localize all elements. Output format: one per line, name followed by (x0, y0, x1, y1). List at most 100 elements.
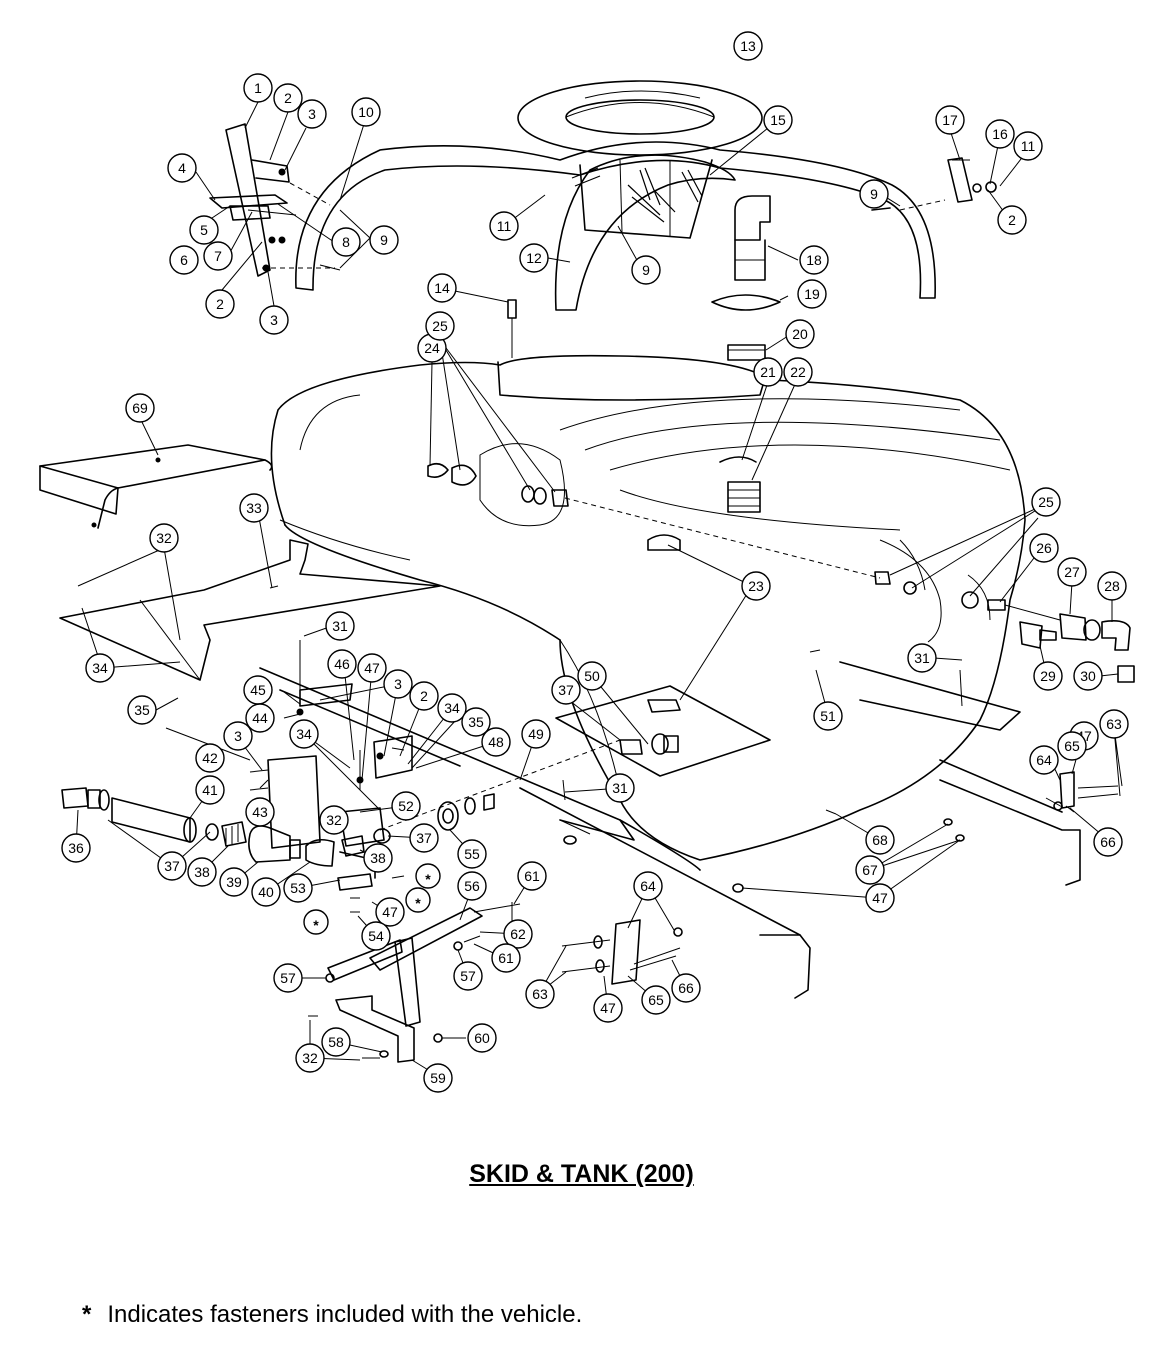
callout-20: 20 (785, 319, 815, 349)
rollover-hoop (295, 141, 936, 311)
svg-text:9: 9 (870, 186, 878, 202)
callout-8: 8 (331, 227, 361, 257)
callout-31: 31 (605, 773, 635, 803)
svg-text:27: 27 (1064, 564, 1080, 580)
svg-text:32: 32 (302, 1050, 318, 1066)
svg-text:66: 66 (1100, 834, 1116, 850)
svg-text:9: 9 (642, 262, 650, 278)
svg-text:2: 2 (284, 90, 292, 106)
callout-11: 11 (1013, 131, 1043, 161)
callout-53: 53 (283, 873, 313, 903)
lower-tray (555, 685, 771, 777)
callout-21: 21 (753, 357, 783, 387)
callout-28: 28 (1097, 571, 1127, 601)
svg-text:57: 57 (460, 968, 476, 984)
svg-text:12: 12 (526, 250, 542, 266)
hatch-lid-13 (517, 80, 763, 156)
right-mount-bracket (871, 157, 997, 211)
svg-text:*: * (415, 895, 421, 911)
callout-32: 32 (319, 805, 349, 835)
svg-text:42: 42 (202, 750, 218, 766)
callout-23: 23 (741, 571, 771, 601)
svg-text:34: 34 (296, 726, 312, 742)
callout-2: 2 (273, 83, 303, 113)
svg-text:2: 2 (420, 688, 428, 704)
callout-66: 66 (1093, 827, 1123, 857)
callouts: 1 2 3 4 5 6 7 8 9 2 3 10 11 12 9 13 15 1… (61, 31, 1129, 1093)
callout-14: 14 (427, 273, 457, 303)
svg-text:68: 68 (872, 832, 888, 848)
svg-text:35: 35 (468, 714, 484, 730)
callout-15: 15 (763, 105, 793, 135)
svg-text:61: 61 (524, 868, 540, 884)
callout-3: 3 (297, 99, 327, 129)
svg-text:15: 15 (770, 112, 786, 128)
callout-34: 34 (437, 693, 467, 723)
svg-text:17: 17 (942, 112, 958, 128)
svg-text:9: 9 (380, 232, 388, 248)
svg-text:3: 3 (394, 676, 402, 692)
callout-25: 25 (425, 311, 455, 341)
svg-text:31: 31 (914, 650, 930, 666)
callout-4: 4 (167, 153, 197, 183)
svg-text:58: 58 (328, 1034, 344, 1050)
callout-42: 42 (195, 743, 225, 773)
leader-lines (75, 101, 1123, 1077)
svg-text:38: 38 (370, 850, 386, 866)
svg-text:64: 64 (640, 878, 656, 894)
callout-13: 13 (733, 31, 763, 61)
svg-text:19: 19 (804, 286, 820, 302)
fill-neck-assembly (507, 195, 781, 361)
svg-text:37: 37 (416, 830, 432, 846)
svg-text:51: 51 (820, 708, 836, 724)
callout-65: 65 (1057, 731, 1087, 761)
callout-32: 32 (149, 523, 179, 553)
callout-6: 6 (169, 245, 199, 275)
callout-37: 37 (409, 823, 439, 853)
callout-30: 30 (1073, 661, 1103, 691)
svg-text:65: 65 (648, 992, 664, 1008)
callout-68: 68 (865, 825, 895, 855)
callout-63: 63 (1099, 709, 1129, 739)
svg-text:37: 37 (164, 858, 180, 874)
callout-22: 22 (783, 357, 813, 387)
svg-text:20: 20 (792, 326, 808, 342)
svg-text:11: 11 (1021, 138, 1036, 154)
svg-text:14: 14 (434, 280, 450, 296)
callout-52: 52 (391, 791, 421, 821)
left-mount-bracket (209, 123, 341, 277)
svg-text:47: 47 (382, 904, 398, 920)
svg-text:62: 62 (510, 926, 526, 942)
svg-text:28: 28 (1104, 578, 1120, 594)
svg-text:13: 13 (740, 38, 756, 54)
svg-text:56: 56 (464, 878, 480, 894)
svg-text:47: 47 (364, 660, 380, 676)
svg-text:66: 66 (678, 980, 694, 996)
footnote-marker: * (82, 1301, 92, 1328)
callout-65: 65 (641, 985, 671, 1015)
svg-text:48: 48 (488, 734, 504, 750)
svg-text:3: 3 (308, 106, 316, 122)
svg-text:16: 16 (992, 126, 1008, 142)
svg-text:47: 47 (600, 1000, 616, 1016)
callout-61: 61 (491, 943, 521, 973)
callout-25: 25 (1031, 487, 1061, 517)
callout-56: 56 (457, 871, 487, 901)
svg-text:60: 60 (474, 1030, 490, 1046)
svg-text:40: 40 (258, 884, 274, 900)
footnote: *Indicates fasteners included with the v… (82, 1301, 582, 1329)
callout-63: 63 (525, 979, 555, 1009)
svg-text:32: 32 (326, 812, 342, 828)
callout-49: 49 (521, 719, 551, 749)
callout-3: 3 (259, 305, 289, 335)
callout-69: 69 (125, 393, 155, 423)
callout-46: 46 (327, 649, 357, 679)
callout-54: 54 (361, 921, 391, 951)
svg-text:49: 49 (528, 726, 544, 742)
svg-text:67: 67 (862, 862, 878, 878)
svg-text:25: 25 (432, 318, 448, 334)
svg-text:*: * (313, 917, 319, 933)
svg-text:29: 29 (1040, 668, 1056, 684)
svg-text:52: 52 (398, 798, 414, 814)
callout-50: 50 (577, 661, 607, 691)
